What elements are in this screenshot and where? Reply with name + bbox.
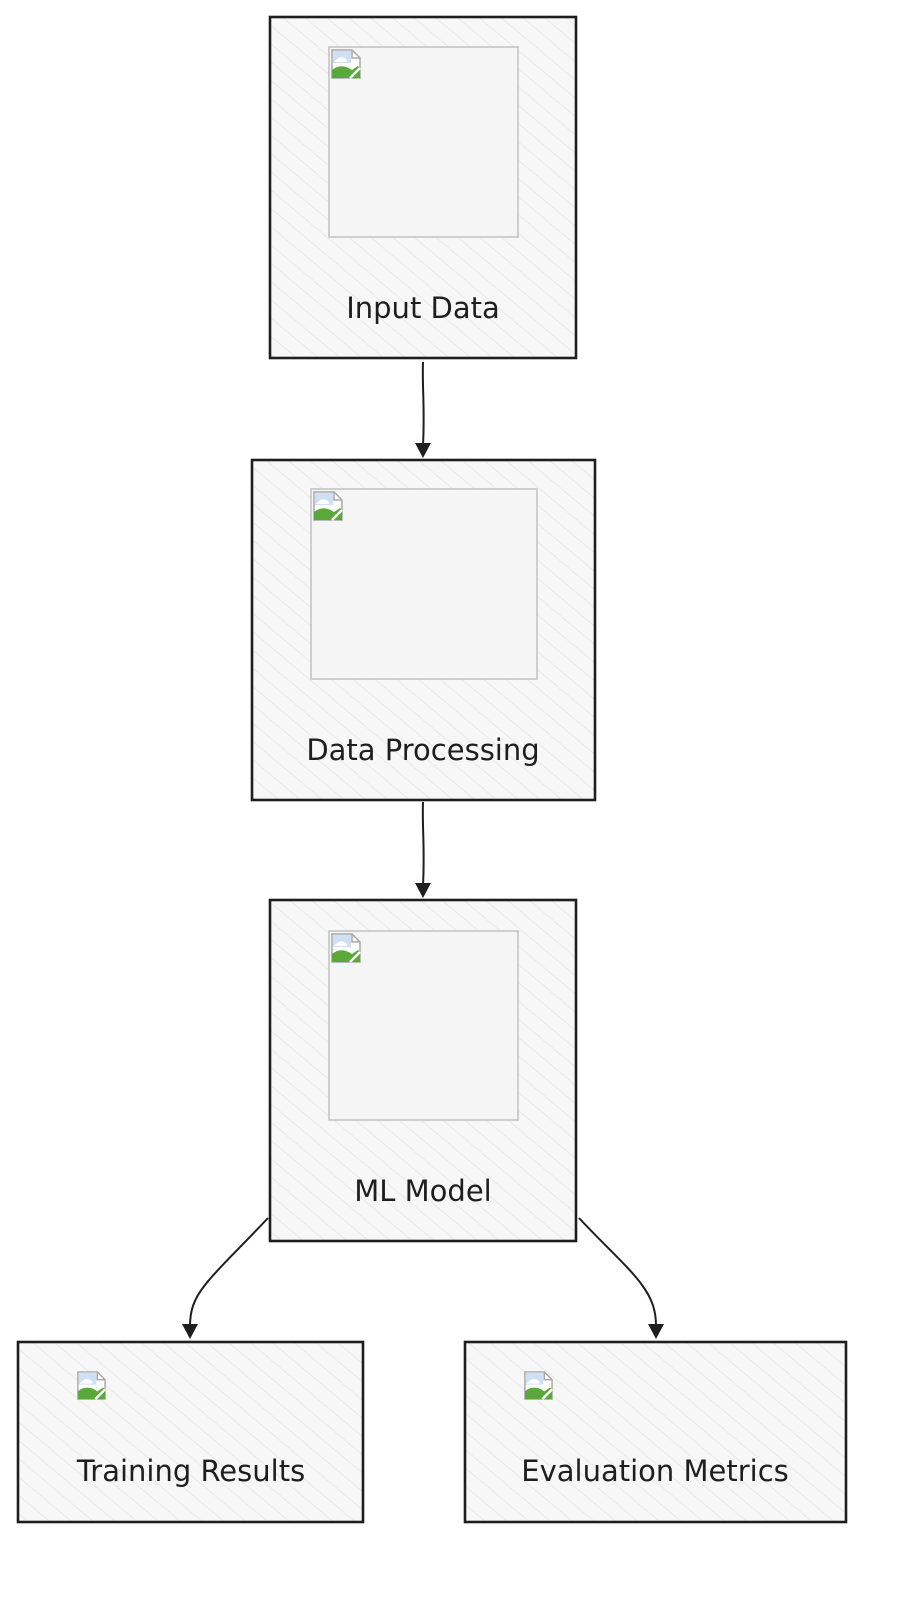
node-label: Training Results [76,1454,305,1488]
node-input-data[interactable]: Input Data [268,15,578,360]
broken-image-icon [330,932,362,964]
broken-image-icon [312,490,344,522]
node-ml-model[interactable]: ML Model [268,898,578,1243]
node-label: ML Model [354,1174,491,1208]
broken-image-icon [330,48,362,80]
edge-processing-to-model [415,801,431,898]
node-box [16,1340,365,1524]
node-label: Input Data [346,291,500,325]
edge-input-to-processing [415,361,431,458]
image-placeholder [310,488,538,680]
node-training-results[interactable]: Training Results [16,1340,365,1524]
node-data-processing[interactable]: Data Processing [250,458,597,802]
node-evaluation-metrics[interactable]: Evaluation Metrics [463,1340,848,1524]
edge-model-to-evaluation [578,1217,664,1339]
node-label: Evaluation Metrics [521,1454,789,1488]
edge-model-to-training [182,1217,269,1339]
node-label: Data Processing [306,733,539,767]
node-box [463,1340,848,1524]
broken-image-icon [76,1370,107,1401]
broken-image-icon [523,1370,554,1401]
